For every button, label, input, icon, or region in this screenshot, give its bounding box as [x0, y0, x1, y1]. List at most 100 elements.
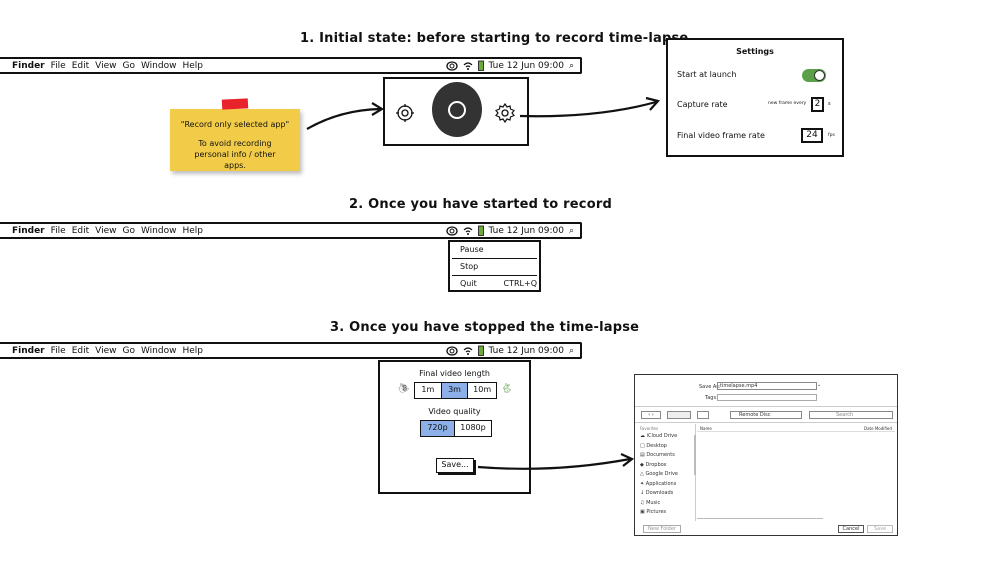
capture-rate-prefix: new frame every [768, 101, 807, 106]
capture-rate-unit: s [828, 101, 831, 107]
menubar-datetime[interactable]: Tue 12 Jun 09:00 [488, 60, 564, 71]
tags-input[interactable] [717, 394, 817, 401]
arrow-note-to-popover [306, 102, 385, 130]
quit-menu-item[interactable]: Quit CTRL+Q [450, 276, 539, 292]
capture-rate-input[interactable]: 2 [811, 97, 824, 112]
menu-go[interactable]: Go [122, 225, 135, 236]
view-mode-icon[interactable] [667, 411, 691, 419]
menu-file[interactable]: File [50, 225, 66, 236]
record-menu: Pause Stop Quit CTRL+Q [448, 240, 541, 292]
menubar-3: Finder File Edit View Go Window Help Tue… [0, 342, 582, 359]
select-app-icon[interactable] [396, 104, 414, 122]
quit-shortcut: CTRL+Q [503, 279, 538, 288]
menu-edit[interactable]: Edit [71, 60, 90, 71]
back-forward-icon[interactable]: ‹ › [641, 411, 661, 419]
stop-menu-item[interactable]: Stop [450, 259, 539, 275]
save-as-input[interactable]: timelapse.mp4 [717, 382, 817, 390]
menu-view[interactable]: View [95, 225, 117, 236]
menu-edit[interactable]: Edit [71, 225, 90, 236]
menu-window[interactable]: Window [140, 225, 177, 236]
fps-input[interactable]: 24 [801, 128, 823, 143]
sidebar-item-music[interactable]: ♫ Music [640, 499, 661, 506]
menubar-datetime[interactable]: Tue 12 Jun 09:00 [488, 345, 564, 356]
sidebar-item-dropbox[interactable]: ◆ Dropbox [640, 461, 667, 468]
timelapse-status-icon[interactable] [445, 345, 458, 356]
spotlight-search-icon[interactable]: ⌕ [568, 225, 574, 236]
sidebar-item-desktop[interactable]: □ Desktop [640, 442, 667, 449]
menubar-2: Finder File Edit View Go Window Help Tue… [0, 222, 582, 239]
menubar-datetime[interactable]: Tue 12 Jun 09:00 [488, 225, 564, 236]
sidebar-item-applications[interactable]: ✦ Applications [640, 480, 677, 487]
battery-icon[interactable] [477, 60, 484, 71]
record-button[interactable] [432, 82, 482, 137]
wifi-icon[interactable] [463, 226, 473, 236]
wifi-icon[interactable] [463, 61, 473, 71]
sticky-note: "Record only selected app" To avoid reco… [170, 109, 300, 171]
menu-view[interactable]: View [95, 345, 117, 356]
horizontal-scrollbar[interactable] [697, 518, 823, 519]
menu-window[interactable]: Window [140, 345, 177, 356]
start-at-launch-label: Start at launch [677, 70, 737, 79]
battery-icon[interactable] [477, 225, 484, 236]
quit-label: Quit [460, 279, 477, 288]
search-field[interactable]: Search [809, 411, 893, 419]
length-option-10m[interactable]: 10m [473, 385, 492, 394]
sticky-note-title: "Record only selected app" [180, 120, 290, 129]
step3-heading: 3. Once you have stopped the time-lapse [330, 320, 640, 335]
menu-window[interactable]: Window [140, 60, 177, 71]
group-icon[interactable] [697, 411, 709, 419]
cancel-button[interactable]: Cancel [838, 525, 864, 533]
menu-help[interactable]: Help [182, 225, 203, 236]
sidebar-item-pictures[interactable]: ▣ Pictures [640, 509, 667, 515]
gear-icon[interactable] [495, 103, 515, 123]
sidebar-scrollbar[interactable] [694, 435, 696, 475]
length-option-3m[interactable]: 3m [441, 383, 469, 398]
dialog-save-button[interactable]: Save [867, 525, 893, 533]
sidebar-item-documents[interactable]: ▤ Documents [640, 452, 675, 458]
settings-panel: Settings Start at launch Capture rate ne… [666, 38, 844, 157]
sidebar-item-downloads[interactable]: ↓ Downloads [640, 490, 674, 496]
sidebar-item-google-drive[interactable]: △ Google Drive [640, 471, 678, 477]
fps-label: Final video frame rate [677, 131, 765, 140]
sticky-note-body: To avoid recording personal info / other… [194, 139, 276, 170]
timelapse-status-icon[interactable] [445, 60, 458, 71]
stop-options-panel: Final video length 🐌︎ 1m 3m 10m 🐇︎ Video… [378, 360, 531, 494]
menu-finder[interactable]: Finder [12, 60, 45, 71]
location-select[interactable]: Remote Disc [730, 411, 802, 419]
menu-help[interactable]: Help [182, 60, 203, 71]
start-at-launch-toggle[interactable] [802, 69, 826, 82]
menu-finder[interactable]: Finder [12, 345, 45, 356]
menu-file[interactable]: File [50, 60, 66, 71]
save-dialog: Save As: timelapse.mp4 ⌄ Tags: ‹ › Remot… [634, 374, 898, 536]
length-option-1m[interactable]: 1m [415, 383, 442, 398]
save-as-label: Save As: [699, 384, 721, 390]
new-folder-button[interactable]: New Folder [643, 525, 681, 533]
spotlight-search-icon[interactable]: ⌕ [568, 345, 574, 356]
capture-rate-label: Capture rate [677, 100, 728, 109]
wifi-icon[interactable] [463, 346, 473, 356]
menu-help[interactable]: Help [182, 345, 203, 356]
arrow-popover-to-settings [519, 96, 661, 118]
quality-option-1080p[interactable]: 1080p [460, 423, 486, 432]
expand-chevron-icon[interactable]: ⌄ [817, 382, 822, 388]
column-date-header[interactable]: Date Modified [864, 426, 892, 431]
stop-label: Stop [460, 262, 479, 271]
quality-segmented-control: 720p 1080p [420, 420, 492, 437]
menu-edit[interactable]: Edit [71, 345, 90, 356]
menu-finder[interactable]: Finder [12, 225, 45, 236]
pause-label: Pause [460, 245, 484, 254]
spotlight-search-icon[interactable]: ⌕ [568, 60, 574, 71]
menu-go[interactable]: Go [122, 60, 135, 71]
timelapse-status-icon[interactable] [445, 225, 458, 236]
quality-option-720p[interactable]: 720p [421, 421, 455, 436]
rabbit-icon: 🐇︎ [501, 384, 513, 394]
battery-icon[interactable] [477, 345, 484, 356]
tags-label: Tags: [705, 395, 718, 401]
column-name-header[interactable]: Name [700, 426, 712, 431]
menu-go[interactable]: Go [122, 345, 135, 356]
sidebar-item-icloud[interactable]: ☁ iCloud Drive [640, 433, 678, 439]
pause-menu-item[interactable]: Pause [450, 242, 539, 258]
menu-view[interactable]: View [95, 60, 117, 71]
save-button[interactable]: Save... [436, 458, 474, 473]
menu-file[interactable]: File [50, 345, 66, 356]
